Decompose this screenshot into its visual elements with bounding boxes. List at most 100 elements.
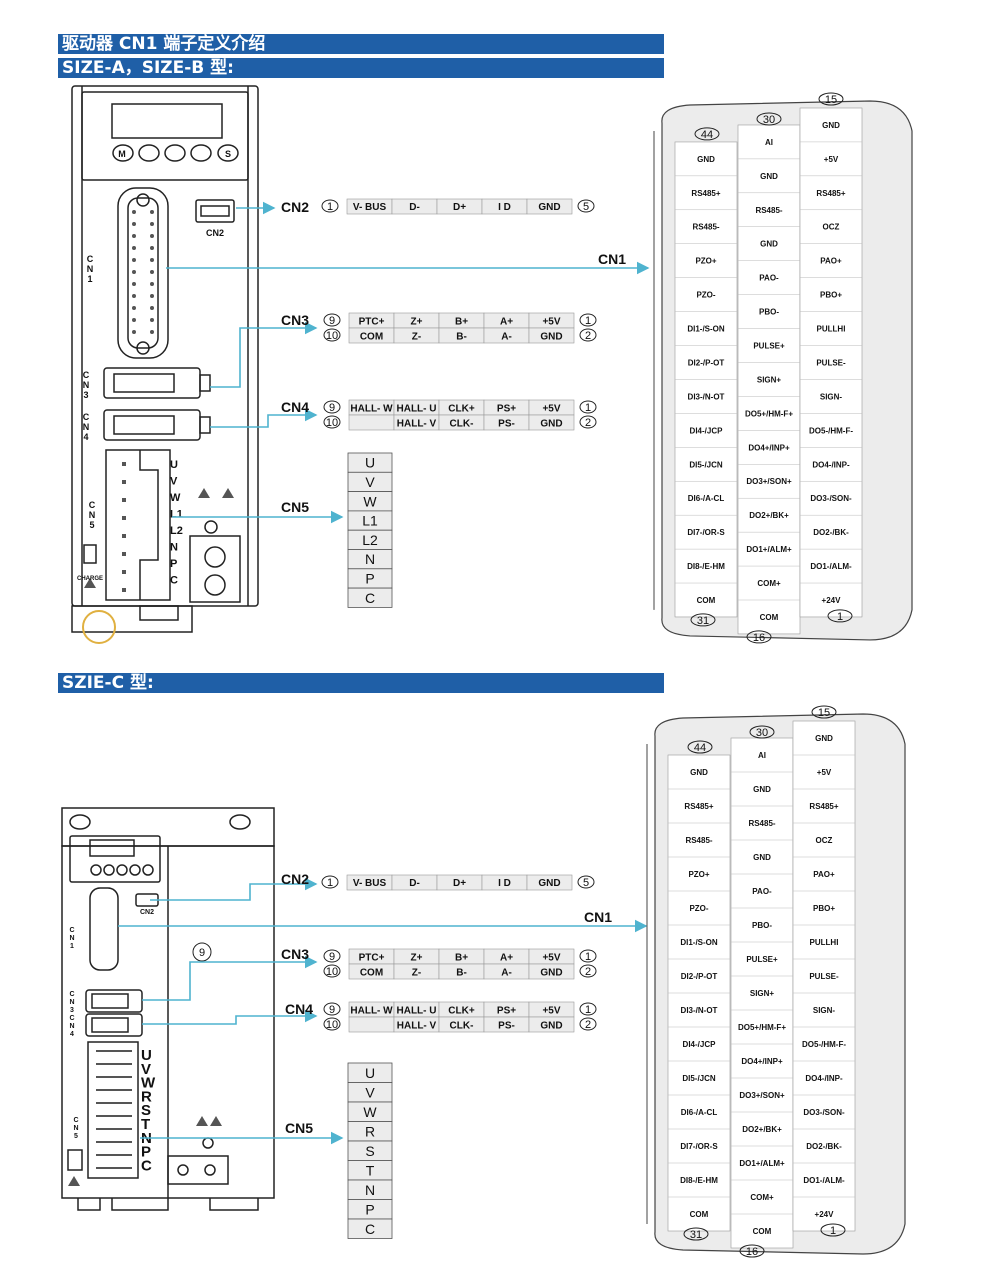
cn1-left-signal: RS485-: [685, 836, 712, 845]
cn3-pin-right-a-ring: [579, 313, 597, 327]
cn3-bottom-cell-box: [528, 327, 575, 344]
cn1-mid-signal: DO1+/ALM+: [739, 1159, 785, 1168]
svg-text:C: C: [69, 991, 74, 998]
cn4-label-ab: CN4: [281, 399, 309, 415]
cn5_ab-label: L1: [362, 513, 378, 529]
cn1-left-signal: DI5-/JCN: [682, 1074, 716, 1083]
drive-c-terminal-label: S: [141, 1102, 151, 1119]
cn3-pin-right-b: 2: [585, 966, 591, 978]
svg-text:C: C: [83, 370, 90, 380]
drive-ab-terminal-label: L1: [170, 509, 183, 521]
svg-text:CN2: CN2: [206, 228, 224, 238]
cn1-left-signal: DI4-/JCP: [690, 426, 724, 435]
cn4-bottom-cell-box: [348, 1016, 395, 1033]
cn3-pin-left-b: 10: [326, 330, 338, 342]
cn1-left-signal: DI3-/N-OT: [688, 392, 725, 401]
cn1-pin-44-ring: [687, 740, 713, 754]
cn1-left-signal: DI6-/A-CL: [688, 494, 725, 503]
cn1-left-signal: DI2-/P-OT: [681, 972, 718, 981]
cn3-top-cell: Z+: [411, 317, 423, 328]
drive-ab-terminal-label: L2: [170, 525, 183, 537]
cn4-bottom-cell: PS-: [498, 1021, 515, 1032]
cn1-mid-signal: COM: [760, 613, 779, 622]
cn4-pin-right-a: 1: [585, 402, 591, 414]
cn1-pin-31: 31: [697, 615, 709, 627]
cn5_c-label: W: [363, 1104, 377, 1120]
cn1-mid-signal: COM+: [757, 579, 781, 588]
cn1-left-signal: DI2-/P-OT: [688, 358, 725, 367]
svg-text:3: 3: [83, 390, 88, 400]
cn1-right-signal: +24V: [815, 1210, 835, 1219]
cn1-mid-signal: SIGN+: [750, 989, 775, 998]
cn4-top-cell: CLK+: [448, 404, 475, 415]
drive-ab-terminal-label: C: [170, 575, 178, 587]
cn1-left-signal: PZO-: [689, 904, 708, 913]
drive-ab-terminal-label: N: [170, 542, 178, 554]
cn1-pin-15-ring: [811, 705, 837, 719]
drive-c-terminal-label: C: [141, 1157, 152, 1174]
size-ab-banner: SIZE-A，SIZE-B 型:: [58, 58, 664, 78]
cn1-left-signal: RS485+: [691, 189, 720, 198]
cn4-pin-left-a: 9: [329, 402, 335, 414]
svg-text:C: C: [69, 1015, 74, 1022]
cn4-pin-right-a-ring: [579, 1002, 597, 1016]
svg-text:N: N: [83, 422, 90, 432]
cn3-bottom-cell: A-: [501, 968, 512, 979]
cn1-pin-16: 16: [746, 1246, 758, 1258]
cn3-top-cell: B+: [455, 317, 468, 328]
cn2-pin-right: 5: [583, 877, 589, 889]
cn4-top-cell: CLK+: [448, 1006, 475, 1017]
cn2-cell: D-: [409, 878, 420, 889]
cn2-pin-right: 5: [583, 201, 589, 213]
cn1-pin-31-ring: [690, 613, 716, 627]
cn5_c-label: N: [365, 1182, 375, 1198]
cn2-cell-box: [526, 874, 573, 891]
cn4-pin-left-b-ring: [323, 1017, 341, 1031]
svg-text:C: C: [73, 1117, 78, 1124]
cn1-mid-signal: AI: [765, 138, 773, 147]
cn1-right-signal: DO3-/SON-: [803, 1108, 845, 1117]
cn4-bottom-cell-box: [528, 1016, 575, 1033]
cn1-pin-15: 15: [818, 707, 830, 719]
cn3-top-cell: B+: [455, 953, 468, 964]
cn4-bottom-cell-box: [528, 414, 575, 431]
cn2-cell: GND: [538, 202, 560, 213]
cn5_c-label: U: [365, 1065, 375, 1081]
cn3-label-c: CN3: [281, 946, 309, 962]
drive-ab-pattern: [84, 210, 234, 592]
cn1-right-signal: DO2-/BK-: [806, 1142, 842, 1151]
cn3-bottom-cell: COM: [360, 332, 383, 343]
svg-text:M: M: [118, 149, 126, 159]
cn1-left-signal: DI8-/E-HM: [687, 562, 725, 571]
drive-c-terminal-label: T: [141, 1116, 150, 1133]
cn1-pin-30: 30: [763, 114, 775, 126]
svg-text:5: 5: [89, 520, 94, 530]
cn5_c-label: V: [365, 1084, 375, 1100]
cn1-left-signal: RS485+: [684, 802, 713, 811]
cn1-left-signal: COM: [697, 596, 716, 605]
cn1-pin-15: 15: [825, 94, 837, 106]
cn3-bottom-cell-box: [528, 963, 575, 980]
cn4-top-cell: HALL- U: [397, 1006, 437, 1017]
drive-c-terminal-label: U: [141, 1047, 152, 1064]
drive-c-terminal-label: W: [141, 1075, 156, 1092]
cn1-pin-16-ring: [746, 630, 772, 644]
cn3-pin-left-a-ring: [323, 313, 341, 327]
cn1-mid-signal: DO4+/INP+: [748, 443, 790, 452]
svg-text:C: C: [87, 254, 94, 264]
cn1-pin-44-ring: [694, 127, 720, 141]
cn1-right-signal: PULLHI: [817, 325, 846, 334]
cn1-mid-signal: DO4+/INP+: [741, 1057, 783, 1066]
cn1-mid-signal: PBO-: [752, 921, 772, 930]
drive-ab-terminal-label: V: [170, 476, 178, 488]
cn4-pin-left-a: 9: [329, 1004, 335, 1016]
cn3-top-cell: Z+: [411, 953, 423, 964]
svg-text:5: 5: [74, 1133, 78, 1140]
cn4-top-cell: HALL- W: [350, 1006, 393, 1017]
cn1-left-signal: DI1-/S-ON: [680, 938, 718, 947]
svg-text:C: C: [69, 927, 74, 934]
cn1-mid-signal: COM+: [750, 1193, 774, 1202]
cn4-pin-right-b-ring: [579, 1017, 597, 1031]
